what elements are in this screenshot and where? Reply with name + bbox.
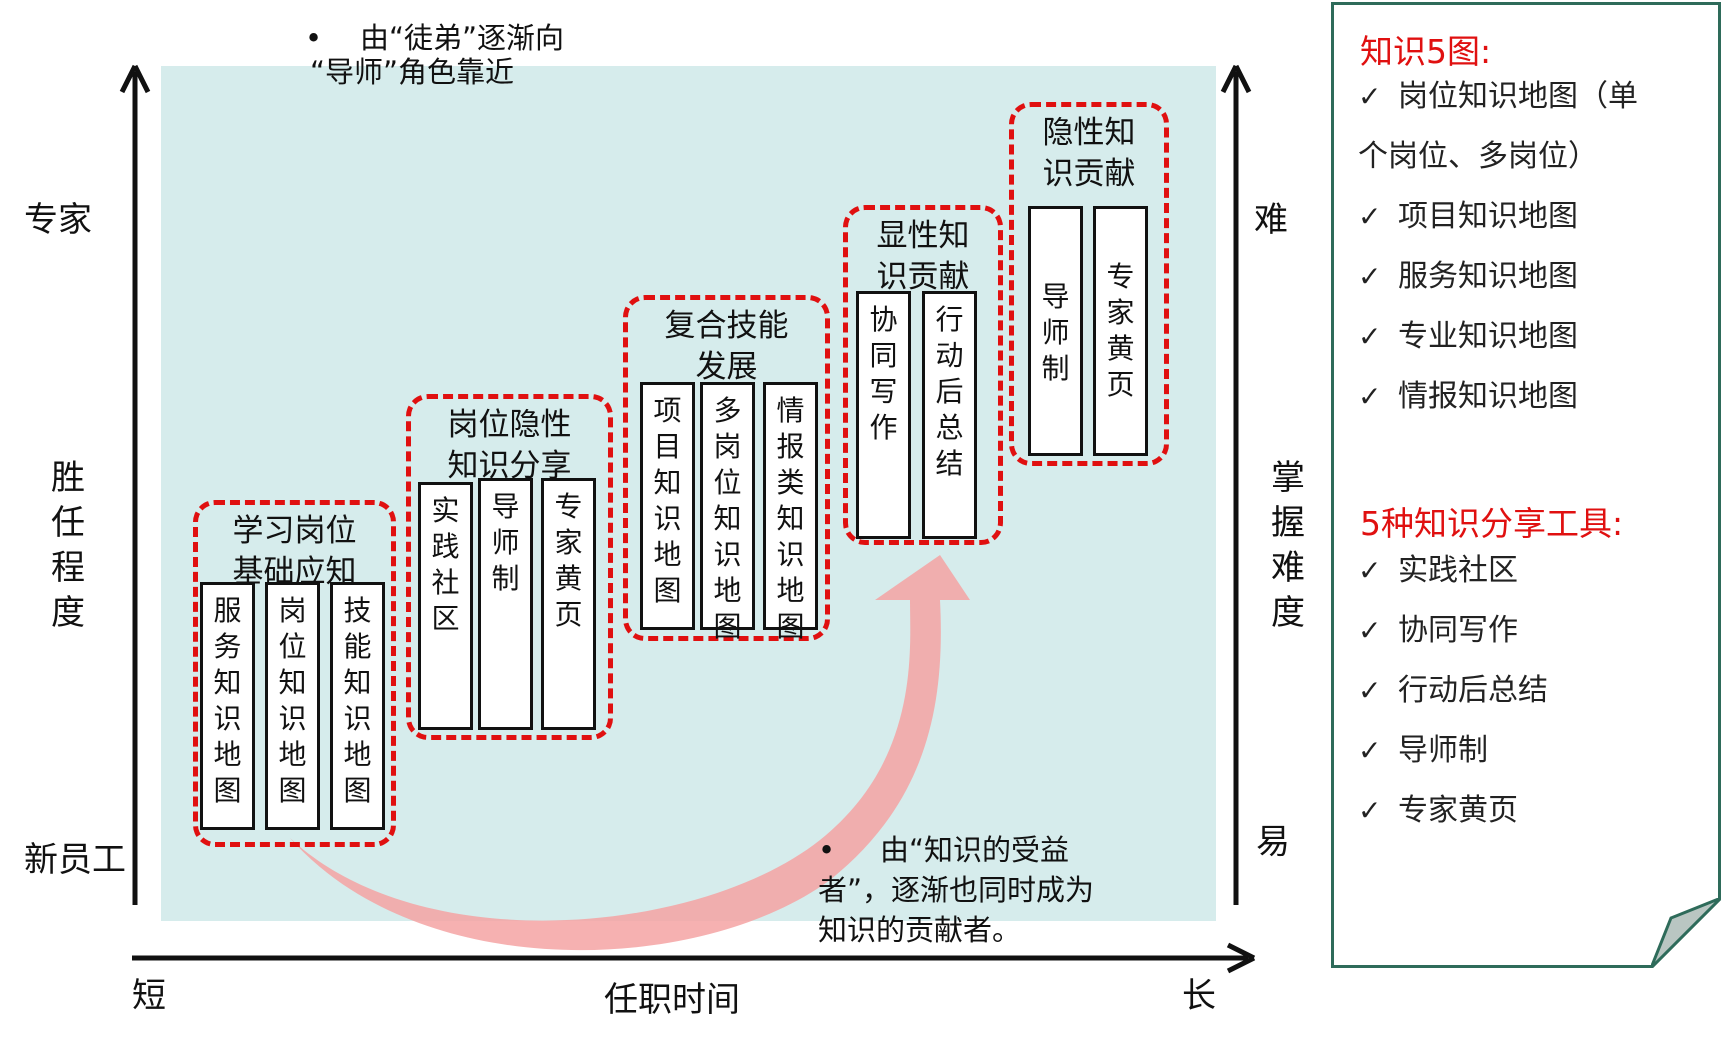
legend-tool-item: ✓行动后总结 <box>1358 661 1548 721</box>
x-axis-right-label: 长 <box>1182 976 1216 1016</box>
x-axis-title: 任职时间 <box>604 980 740 1020</box>
check-icon: ✓ <box>1358 674 1382 707</box>
y-axis-title: 胜任程度 <box>51 458 85 633</box>
legend-tool-item: ✓导师制 <box>1358 721 1488 781</box>
check-icon: ✓ <box>1358 80 1382 113</box>
check-icon: ✓ <box>1358 554 1382 587</box>
difficulty-bottom-label: 易 <box>1256 822 1290 862</box>
difficulty-top-label: 难 <box>1254 200 1288 240</box>
legend-map-item: ✓服务知识地图 <box>1358 247 1578 307</box>
card-project-knowledge-map: 项目知识地图 <box>640 382 695 630</box>
check-icon: ✓ <box>1358 260 1382 293</box>
group-composite-skills: 复合技能发展 <box>623 295 830 641</box>
card-position-knowledge-map: 岗位知识地图 <box>265 582 320 830</box>
check-icon: ✓ <box>1358 614 1382 647</box>
legend-map-item: ✓项目知识地图 <box>1358 187 1578 247</box>
check-icon: ✓ <box>1358 380 1382 413</box>
x-axis-left-label: 短 <box>132 976 166 1016</box>
legend-panel: 知识5图: ✓岗位知识地图（单 个岗位、多岗位） ✓项目知识地图 ✓服务知识地图… <box>1331 2 1721 968</box>
y-axis-left-arrowhead <box>119 64 151 94</box>
top-note-line1: 由“徒弟”逐渐向 <box>360 21 565 55</box>
card-mentor-system-2: 导师制 <box>1028 206 1083 456</box>
legend-map-item: ✓专业知识地图 <box>1358 307 1578 367</box>
group-explicit-contribution: 显性知识贡献 <box>843 205 1003 545</box>
difficulty-axis-title: 掌握难度 <box>1271 458 1305 633</box>
legend-tool-item: ✓实践社区 <box>1358 541 1518 601</box>
legend-tool-item: ✓协同写作 <box>1358 601 1518 661</box>
card-service-knowledge-map: 服务知识地图 <box>200 582 255 830</box>
card-after-action-review: 行动后总结 <box>922 291 977 539</box>
card-mentor-system: 导师制 <box>478 478 533 730</box>
group-title: 隐性知识贡献 <box>1042 115 1136 192</box>
bottom-note-line3: 知识的贡献者。 <box>818 913 1022 947</box>
card-skill-knowledge-map: 技能知识地图 <box>330 582 385 830</box>
group-title: 岗位隐性知识分享 <box>447 407 572 484</box>
bottom-note-line2: 者”，逐渐也同时成为 <box>818 873 1095 907</box>
group-title: 复合技能发展 <box>664 308 789 385</box>
legend-heading-maps: 知识5图: <box>1360 32 1492 71</box>
card-collaborative-writing: 协同写作 <box>856 291 911 539</box>
legend-map-item-cont: 个岗位、多岗位） <box>1358 139 1598 174</box>
group-tacit-contribution: 隐性知识贡献 <box>1009 102 1169 466</box>
card-multi-position-knowledge-map: 多岗位知识地图 <box>700 382 755 643</box>
check-icon: ✓ <box>1358 320 1382 353</box>
check-icon: ✓ <box>1358 200 1382 233</box>
card-intelligence-knowledge-map: 情报类知识地图 <box>763 382 818 643</box>
card-practice-community: 实践社区 <box>418 482 473 730</box>
check-icon: ✓ <box>1358 734 1382 767</box>
card-expert-yellow-pages-2: 专家黄页 <box>1093 206 1148 456</box>
group-title: 学习岗位基础应知 <box>232 513 357 590</box>
legend-map-item: ✓情报知识地图 <box>1358 367 1578 427</box>
page-curl-icon <box>1651 898 1721 968</box>
x-axis-arrowhead <box>1226 942 1256 974</box>
top-note-bullet: • <box>305 21 323 55</box>
bottom-note-bullet: • <box>818 833 836 867</box>
y-axis-top-label: 专家 <box>24 200 92 240</box>
y-axis-right-arrowhead <box>1220 64 1252 94</box>
legend-map-item: ✓岗位知识地图（单 <box>1358 67 1638 127</box>
legend-heading-tools: 5种知识分享工具: <box>1360 504 1624 543</box>
bottom-note-line1: 由“知识的受益 <box>880 833 1070 867</box>
growth-arrow <box>290 555 970 951</box>
top-note-line2: “导师”角色靠近 <box>310 55 515 89</box>
card-expert-yellow-pages: 专家黄页 <box>541 478 596 730</box>
y-axis-bottom-label: 新员工 <box>24 840 126 880</box>
group-title: 显性知识贡献 <box>876 218 970 295</box>
check-icon: ✓ <box>1358 794 1382 827</box>
legend-tool-item: ✓专家黄页 <box>1358 781 1518 841</box>
